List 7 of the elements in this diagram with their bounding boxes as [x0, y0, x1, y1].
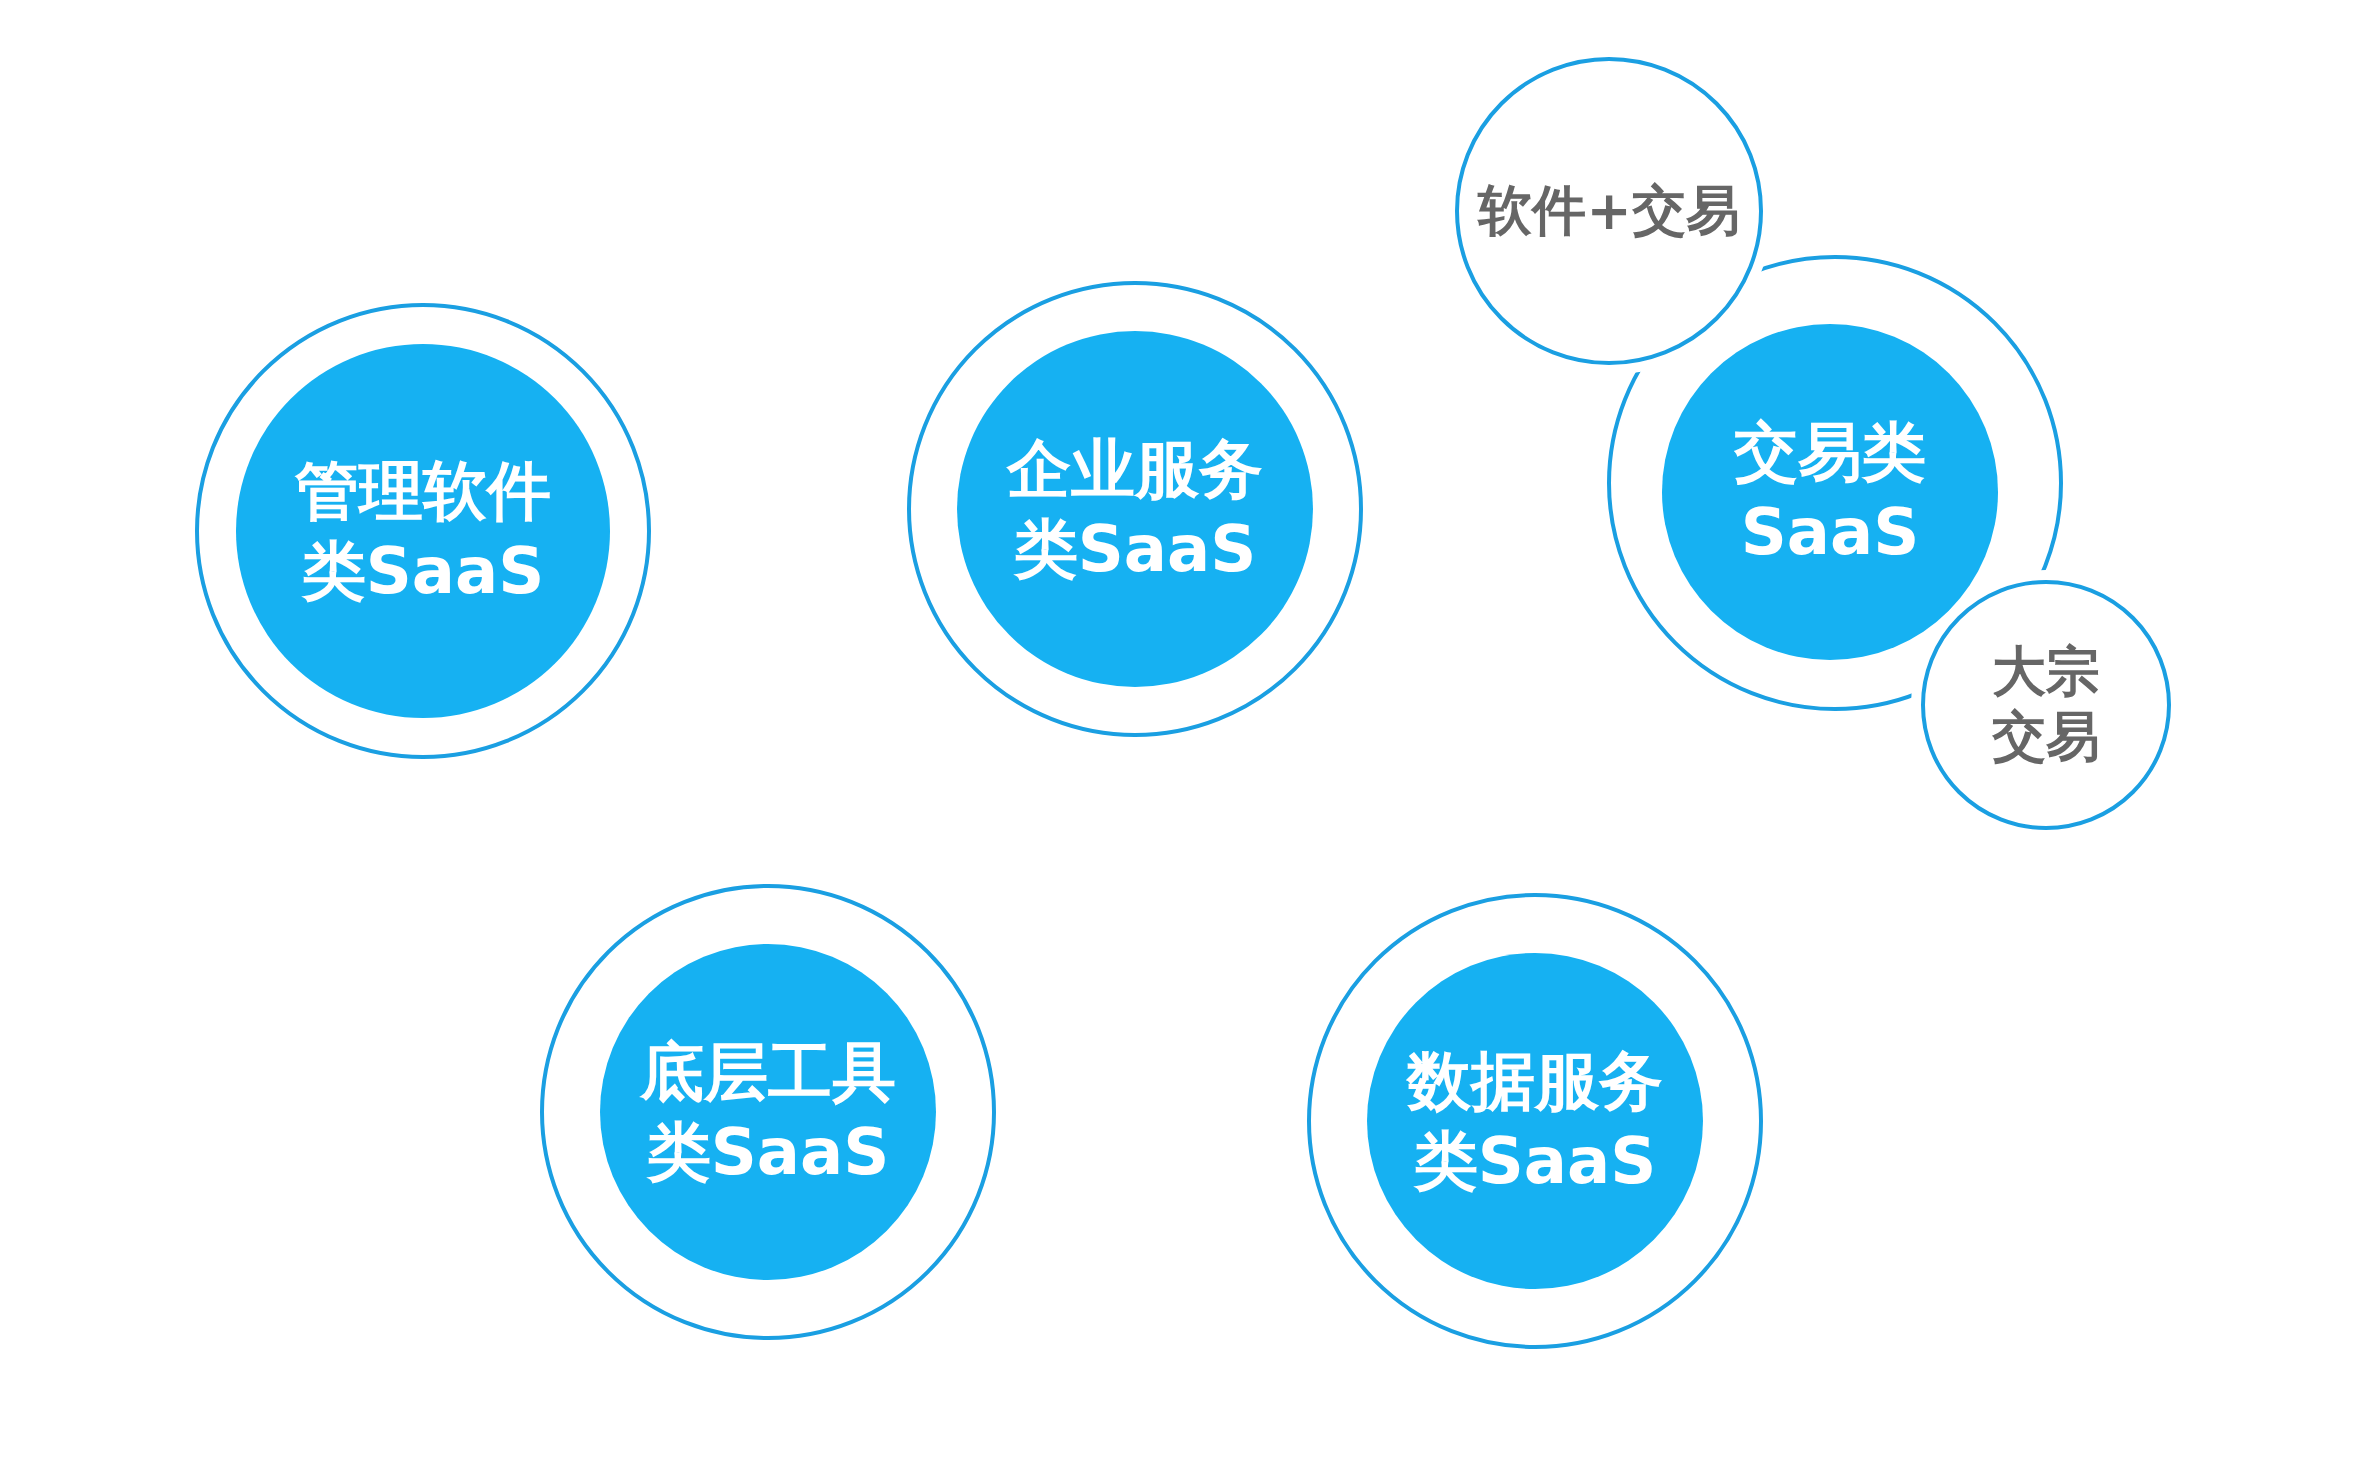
circle-label: 数据服务类SaaS: [1405, 1043, 1664, 1200]
circle-label: 交易类SaaS: [1733, 414, 1927, 571]
circle-label: 底层工具类SaaS: [638, 1034, 897, 1191]
circle-label: 企业服务类SaaS: [1005, 431, 1264, 588]
circle-label: 软件+交易: [1476, 178, 1741, 244]
circle-label: 管理软件类SaaS: [294, 453, 552, 610]
circle-label: 大宗交易: [1991, 640, 2101, 770]
